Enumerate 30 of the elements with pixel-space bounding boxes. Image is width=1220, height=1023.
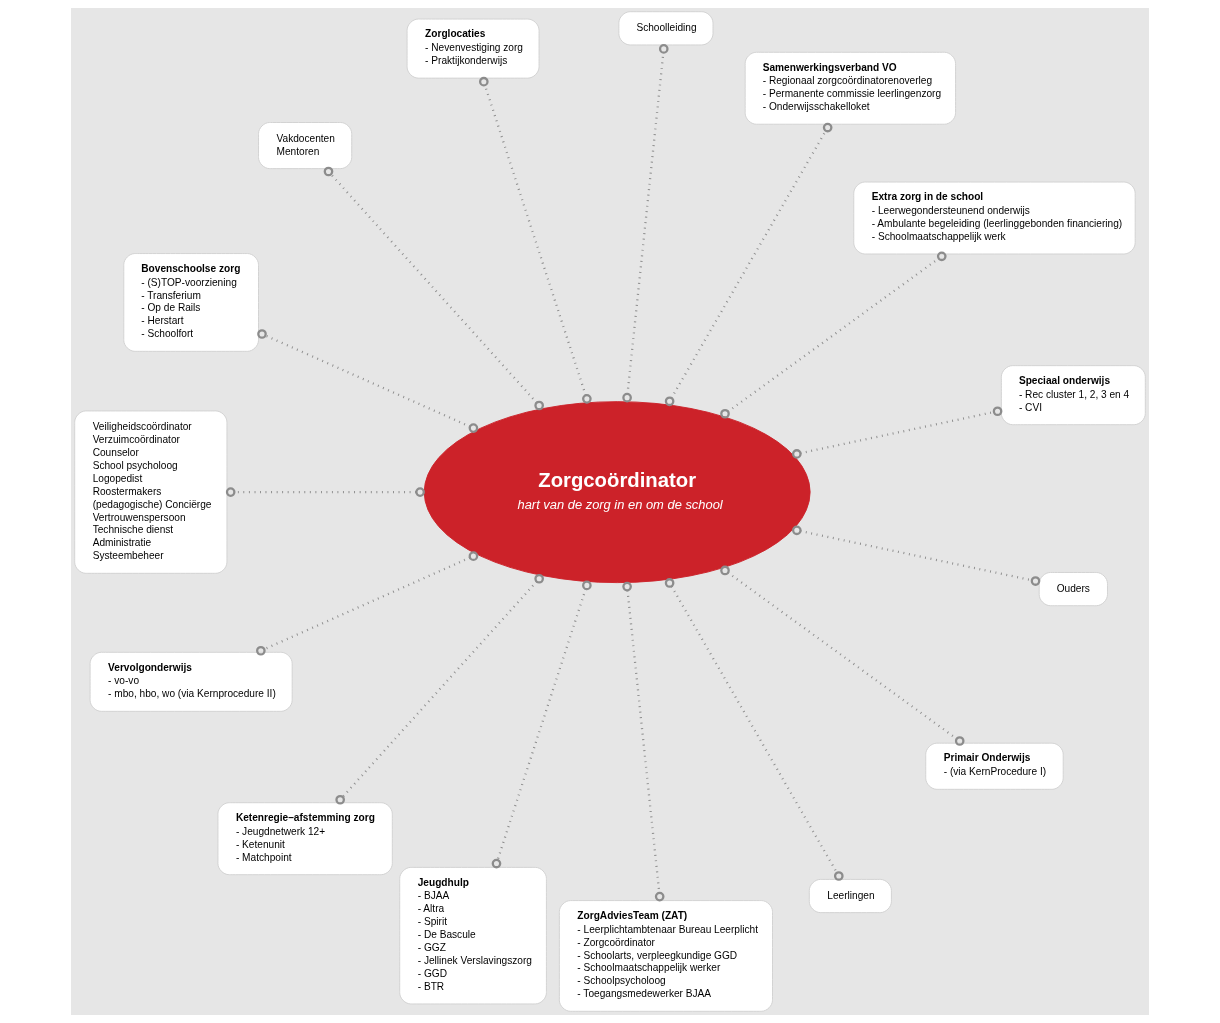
node-box: Samenwerkingsverband VO - Regionaal zorgcoördinatorenoverleg - Permanente commissie leerlingenzorg - Onderwijsschakelloket bbox=[744, 51, 956, 125]
node-box: Veiligheidscoördinator Verzuimcoördinator Counselor School psycholoog Logopedist Roostermakers (pedagogische) Conciërge Vertrouwenspersoon Technische dienst Administratie Systeembeheer bbox=[74, 410, 228, 574]
connector bbox=[664, 122, 833, 407]
node-box: Vervolgonderwijs - vo-vo - mbo, hbo, wo (via Kernprocedure II) bbox=[89, 651, 293, 712]
node-box: Bovenschoolse zorg - (S)TOP-voorziening - Transferium - Op de Rails - Herstart - Schoolfort bbox=[123, 253, 259, 352]
connector bbox=[335, 573, 544, 805]
node-box: Leerlingen bbox=[808, 878, 892, 914]
connector bbox=[664, 578, 844, 881]
connector bbox=[791, 406, 1003, 459]
connector bbox=[225, 487, 425, 497]
node-box: Primair Onderwijs - (via KernProcedure I) bbox=[925, 742, 1064, 790]
node-box: Ouders bbox=[1038, 572, 1108, 607]
connector bbox=[622, 44, 669, 403]
connector bbox=[256, 551, 479, 656]
connector bbox=[478, 76, 592, 404]
connector bbox=[257, 329, 479, 433]
connector bbox=[491, 580, 592, 869]
node-box: ZorgAdviesTeam (ZAT) - Leerplichtambtenaar Bureau Leerplicht - Zorgcoördinator - Schoolarts, verpleegkundige GGD - Schoolmaatschappelijk werker - Schoolpsycholoog - Toegangsmedewerker BJAA bbox=[558, 900, 773, 1012]
connector bbox=[791, 525, 1041, 586]
connector bbox=[622, 581, 665, 902]
node-box: Extra zorg in de school - Leerwegondersteunend onderwijs - Ambulante begeleiding (leerlinggebonden financiering) - Schoolmaatschappelijk werk bbox=[853, 181, 1136, 255]
connector bbox=[720, 565, 965, 746]
connector bbox=[720, 251, 947, 419]
node-box: Ketenregie–afstemming zorg - Jeugdnetwerk 12+ - Ketenunit - Matchpoint bbox=[217, 802, 393, 876]
node-box: Zorglocaties - Nevenvestiging zorg - Praktijkonderwijs bbox=[406, 18, 540, 79]
node-box: Jeugdhulp - BJAA - Altra - Spirit - De Bascule - GGZ - Jellinek Verslavingszorg - GGD - BTR bbox=[399, 866, 547, 1005]
node-box: Schoolleiding bbox=[618, 11, 714, 46]
node-box: Speciaal onderwijs - Rec cluster 1, 2, 3 en 4 - CVI bbox=[1000, 365, 1146, 426]
connector bbox=[323, 166, 544, 411]
node-box: Vakdocenten Mentoren bbox=[258, 122, 353, 170]
